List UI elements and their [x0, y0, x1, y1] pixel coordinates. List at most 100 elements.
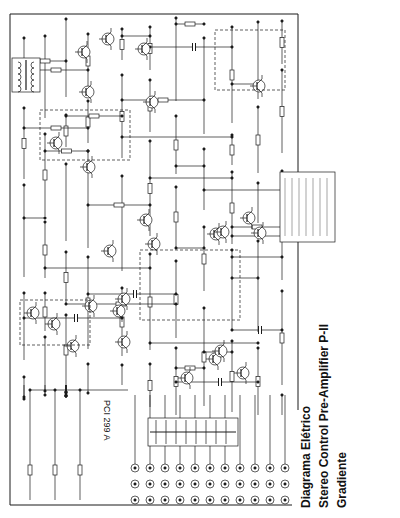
rca-jack [131, 480, 139, 488]
junction-dot [23, 37, 25, 39]
notes-rule [306, 178, 307, 236]
junction-dot [23, 184, 25, 186]
junction-dot [203, 367, 205, 369]
rca-jack [266, 496, 274, 504]
transistor-lead [224, 340, 225, 344]
notes-rule [292, 178, 293, 236]
transistor-lead [113, 240, 114, 244]
jack-pin [164, 499, 166, 501]
transistor-lead [137, 220, 144, 221]
transformer-winding [31, 68, 34, 74]
junction-dot [23, 396, 25, 398]
transistor-lead [263, 222, 264, 226]
jack-pin [239, 499, 241, 501]
resistor-symbol [174, 140, 178, 150]
rca-jack [161, 496, 169, 504]
resistor-symbol [64, 126, 68, 136]
junction-dot [23, 107, 25, 109]
board-outline [215, 30, 285, 90]
resistor-symbol [120, 317, 124, 327]
junction-dot [23, 217, 25, 219]
rca-jack [236, 464, 244, 472]
junction-dot [231, 83, 233, 85]
wire [66, 385, 67, 396]
junction-dot [281, 20, 283, 22]
transistor-lead [86, 94, 91, 99]
transistor-lead [207, 234, 214, 235]
resistor-symbol [64, 273, 68, 283]
resistor-symbol [256, 377, 260, 387]
transistor-lead [142, 51, 147, 56]
jack-pin [149, 483, 151, 485]
transistor-lead [258, 235, 263, 240]
wire [150, 343, 258, 344]
transistor-lead [149, 209, 150, 213]
resistor-symbol [230, 70, 234, 80]
notes-rule [299, 178, 300, 236]
rca-jack [251, 464, 259, 472]
wire [176, 166, 204, 167]
junction-dot [44, 133, 46, 135]
transistor-lead [185, 371, 190, 376]
transistor-lead [155, 91, 156, 95]
wire [240, 455, 241, 464]
capacitor-symbol [192, 43, 193, 51]
transistor-lead [108, 244, 113, 249]
wire [45, 36, 46, 118]
capacitor-gap [258, 326, 262, 334]
transistor-lead [241, 375, 246, 380]
transistor-lead [150, 104, 155, 109]
junction-dot [149, 253, 151, 255]
rca-jack [131, 496, 139, 504]
capacitor-symbol [195, 43, 196, 51]
transistor-lead [82, 54, 87, 59]
junction-dot [65, 115, 67, 117]
resistor-symbol [230, 203, 234, 213]
junction-dot [121, 115, 123, 117]
transistor-lead [82, 306, 89, 307]
capacitor-symbol [74, 314, 75, 322]
junction-dot [44, 150, 46, 152]
junction-dot [175, 186, 177, 188]
junction-dot [121, 136, 123, 138]
junction-dot [203, 23, 205, 25]
junction-dot [231, 26, 233, 28]
resistor-symbol [148, 297, 152, 307]
junction-dot [121, 364, 123, 366]
transistor-lead [219, 223, 220, 227]
junction-dot [175, 260, 177, 262]
wire [204, 149, 205, 210]
transformer-winding [18, 86, 21, 92]
rca-jack [281, 480, 289, 488]
junction-dot [175, 165, 177, 167]
capacitor-gap [218, 378, 222, 386]
junction-dot [257, 21, 259, 23]
capacitor-gap [74, 314, 78, 322]
capacitor-symbol [77, 314, 78, 322]
jack-pin [224, 499, 226, 501]
rca-jack [161, 480, 169, 488]
rca-jack [236, 480, 244, 488]
junction-dot [121, 175, 123, 177]
jack-pin [239, 483, 241, 485]
junction-dot [231, 256, 233, 258]
junction-dot [149, 79, 151, 81]
capacitor-symbol [258, 326, 259, 334]
wire [66, 164, 67, 241]
transistor-lead [206, 359, 213, 360]
wire [255, 455, 256, 464]
wire [66, 385, 67, 396]
wire [45, 268, 150, 269]
wire [270, 395, 271, 455]
board-label: PCI 299 A [102, 398, 112, 443]
capacitor-symbol [261, 326, 262, 334]
junction-dot [149, 177, 151, 179]
junction-dot [231, 235, 233, 237]
junction-dot [203, 351, 205, 353]
transistor-lead [92, 174, 93, 178]
transistor-lead [147, 56, 148, 60]
junction-dot [65, 163, 67, 165]
junction-dot [203, 165, 205, 167]
rca-jack [176, 464, 184, 472]
transistor-lead [190, 367, 191, 371]
